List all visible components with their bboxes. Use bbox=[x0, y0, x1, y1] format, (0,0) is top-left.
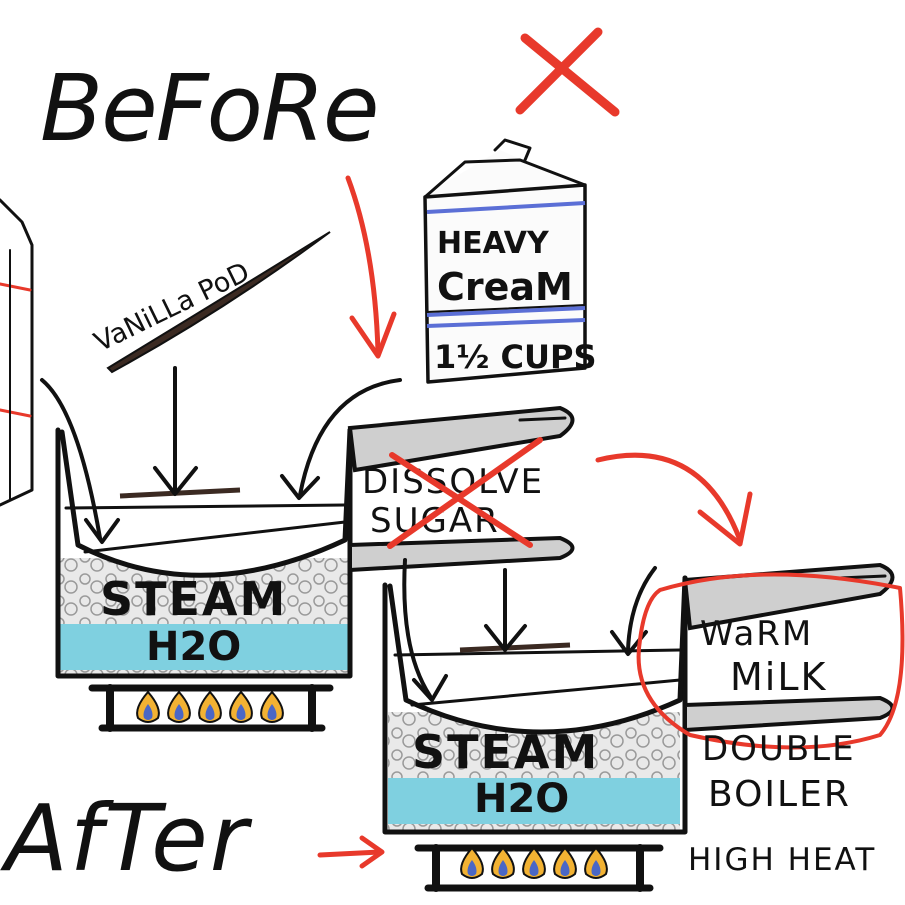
flame-core-icon bbox=[205, 704, 215, 720]
flame-core-icon bbox=[560, 860, 570, 876]
sugar-label: SUGAR bbox=[370, 501, 500, 541]
carton-heavy-label: HEAVY bbox=[437, 226, 550, 261]
high-heat-label: HIGH HEAT bbox=[688, 842, 876, 878]
red-curved-arrow-icon bbox=[595, 452, 753, 547]
vanilla-pod-icon bbox=[106, 231, 331, 374]
partial-carton-left bbox=[0, 198, 34, 507]
heavy-cream-carton: HEAVY CreaM 1½ CUPS bbox=[423, 138, 597, 384]
red-cross-out-icon bbox=[387, 437, 543, 549]
flame-core-icon bbox=[174, 704, 184, 720]
flame-core-icon bbox=[498, 860, 508, 876]
carton-cream-label: CreaM bbox=[437, 265, 573, 309]
before-heading: BeFoRe bbox=[40, 55, 377, 162]
milk-label: MiLK bbox=[730, 655, 827, 699]
before-steam-label: STEAM bbox=[100, 572, 287, 626]
after-steam-label: STEAM bbox=[412, 725, 599, 779]
flame-core-icon bbox=[236, 704, 246, 720]
before-double-boiler bbox=[40, 366, 575, 732]
boiler-label: BOILER bbox=[708, 774, 851, 815]
warm-label: WaRM bbox=[700, 614, 813, 654]
flame-core-icon bbox=[467, 860, 477, 876]
before-water-label: H2O bbox=[146, 624, 241, 670]
flame-core-icon bbox=[143, 704, 153, 720]
flame-core-icon bbox=[267, 704, 277, 720]
vanilla-pod-label: VaNiLLa PoD bbox=[89, 257, 254, 359]
flame-core-icon bbox=[591, 860, 601, 876]
after-double-boiler bbox=[382, 558, 895, 892]
double-label: DOUBLE bbox=[702, 729, 856, 769]
carton-amount-label: 1½ CUPS bbox=[434, 338, 597, 376]
after-water-label: H2O bbox=[474, 776, 569, 822]
red-x-icon bbox=[515, 27, 620, 117]
before-flames-icon bbox=[136, 690, 284, 723]
red-arrow-down-icon bbox=[345, 175, 397, 359]
flame-core-icon bbox=[529, 860, 539, 876]
red-arrow-to-after-pan-icon bbox=[317, 835, 385, 869]
after-heading: AfTer bbox=[0, 785, 253, 892]
after-flames-icon bbox=[460, 846, 608, 879]
red-circle-icon bbox=[636, 572, 905, 750]
